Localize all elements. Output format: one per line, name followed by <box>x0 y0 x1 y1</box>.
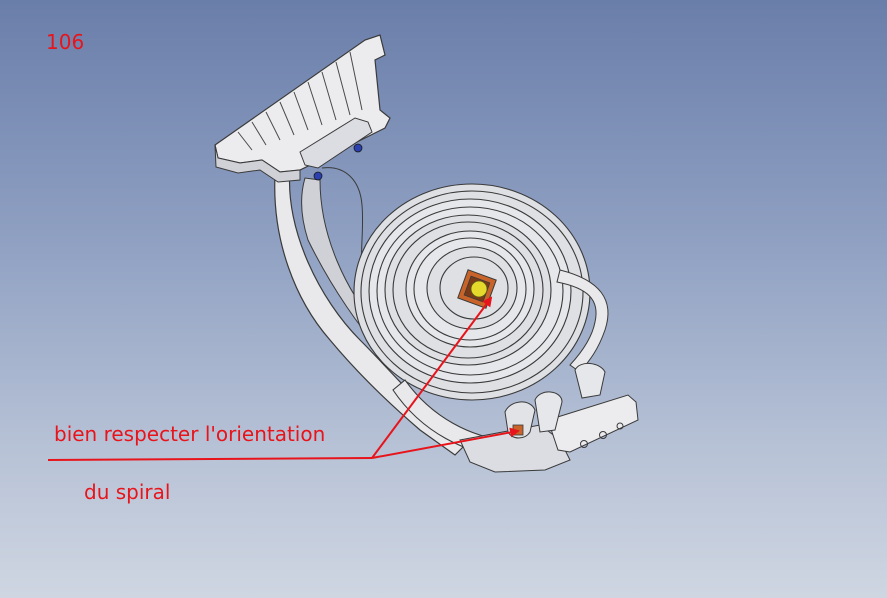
annotation-label-line-1: bien respecter l'orientation <box>54 422 326 446</box>
guard-bridge <box>556 269 609 373</box>
annotation-pointer <box>47 296 520 461</box>
pivot-icon <box>470 280 488 298</box>
annotation-label-line-2: du spiral <box>84 480 171 504</box>
screw-icon <box>313 171 323 181</box>
stud-icon <box>512 424 524 436</box>
page-number: 106 <box>46 30 85 54</box>
screw-icon <box>353 143 363 153</box>
mounting-block <box>214 34 391 183</box>
